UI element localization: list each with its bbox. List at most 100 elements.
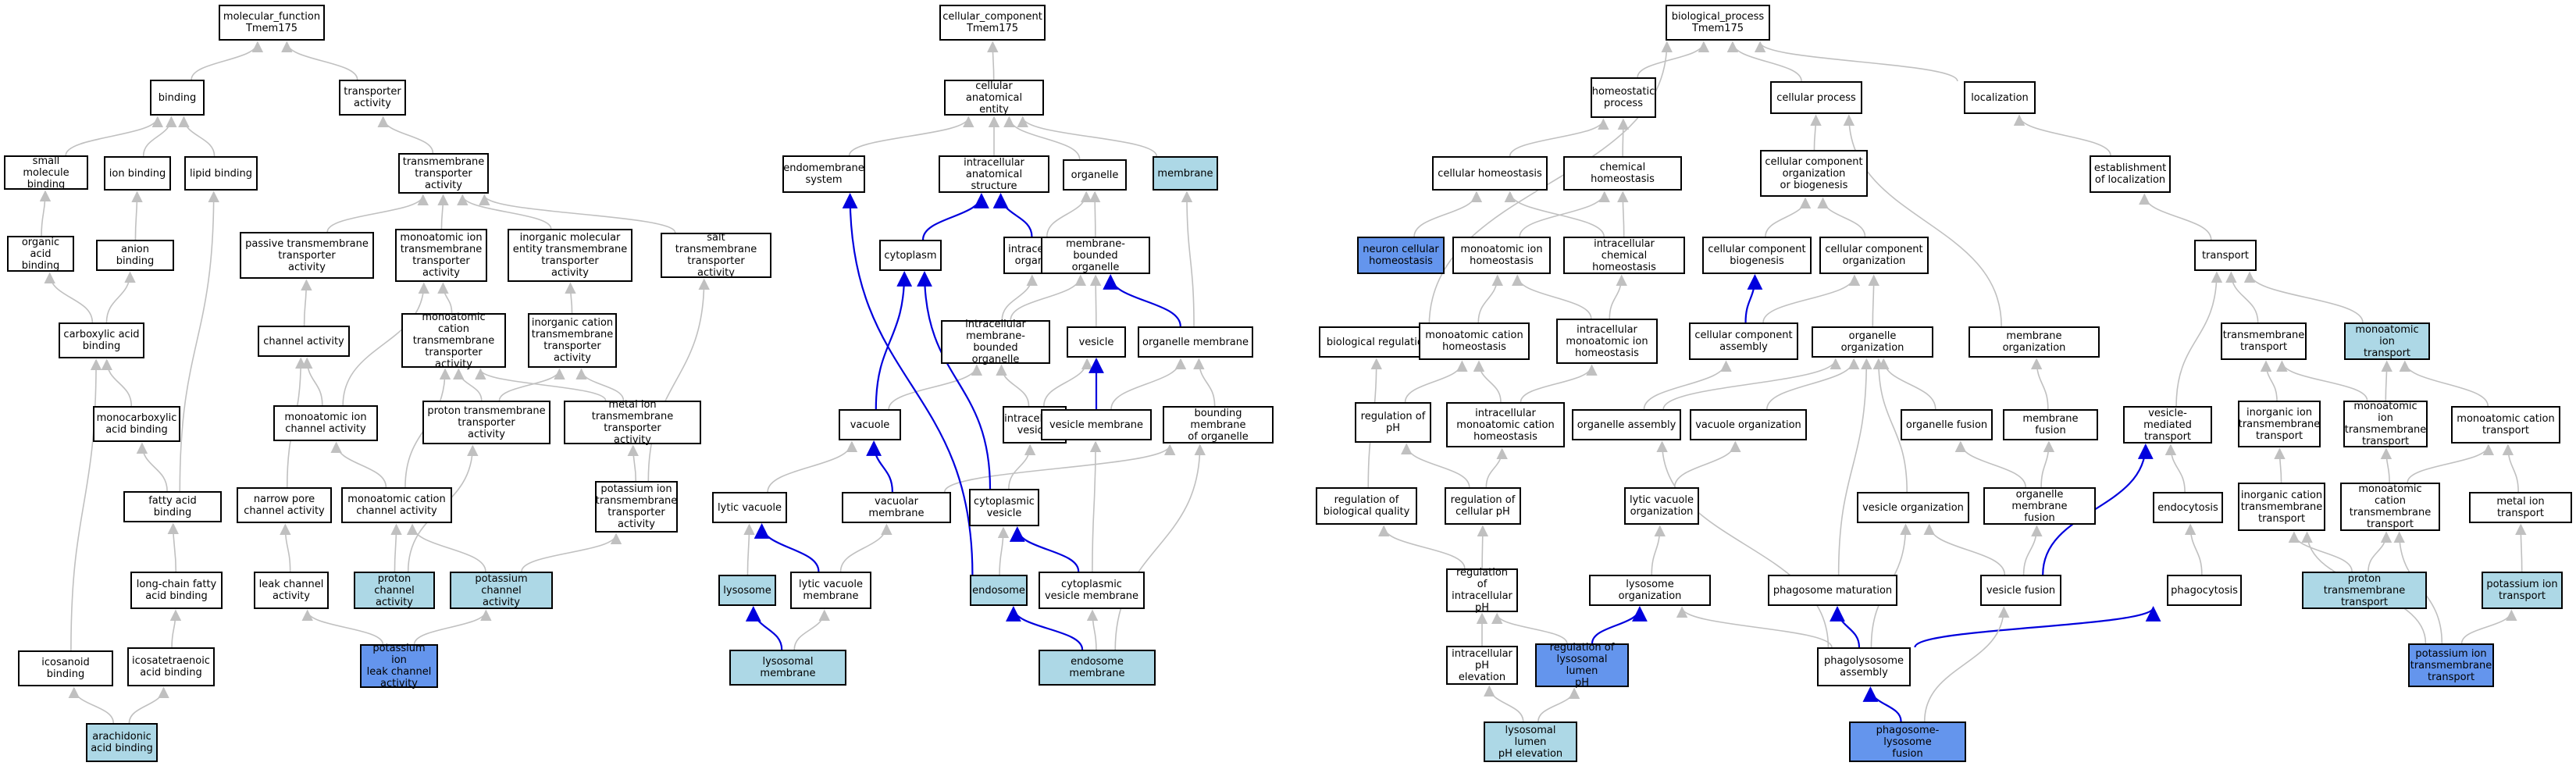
edge-endosome_membrane-to-bounding_membrane [1114,444,1206,650]
edge-lysosome_organization-to-lytic_vacuole_organization [1651,525,1666,575]
node-intracellular-monoatomic-cation-homeostasis: intracellular monoatomic cation homeosta… [1446,402,1565,447]
edge-endosome_membrane-to-cyto_vesicle_membrane [1086,609,1099,650]
edge-intracellular_mb-to-intracellular_organelle [1001,274,1038,321]
node-phagosome-lysosome-fusion: phagosome-lysosome fusion [1849,721,1966,762]
edge-vacuolar_membrane-to-bounding_membrane [944,444,1176,493]
edge-endomembrane-to-cellular_anatomical [848,116,974,156]
edge-intracellular_organelle-to-intracellular_anatomical [992,193,1033,237]
edge-potassium_channel-to-monoatomic_cation_channel [406,523,486,572]
edge-long_chain-to-fatty_acid_binding [167,522,179,572]
edge-proton_tm_transport-to-monoatomic_cation_tm_transport [2368,531,2393,572]
node-cellular-component-organization-or-biogenesis: cellular component organization or bioge… [1760,150,1868,197]
node-vesicle-fusion: vesicle fusion [1980,575,2061,606]
edge-monoatomic_cation_tm-to-monoatomic_ion_tm [437,282,453,314]
node-cytoplasm: cytoplasm [879,240,942,271]
node-channel-activity: channel activity [258,326,350,357]
edge-intracellular_monoatomic_ion_homeostasis-to-monoatomic_ion_homeostasis [1512,274,1592,319]
edge-inorganic_molecular-to-tm_transporter [457,194,552,230]
node-inorganic-molecular-entity: inorganic molecular entity transmembrane… [508,229,632,282]
node-regulation-of-intracellular-ph: regulation of intracellular pH [1446,567,1518,614]
edge-phagosome_lysosome_fusion-to-phagolysosome_assembly [1862,686,1902,722]
edge-binding-to-mf [191,41,264,80]
edge-intracellular_vesicle-to-intracellular_mb [996,364,1030,407]
node-organic-acid-binding: organic acid binding [7,236,74,272]
node-membrane-organization: membrane organization [1969,326,2100,358]
node-regulation-of-cellular-ph: regulation of cellular pH [1445,487,1521,525]
node-regulation-of-lysosomal-lumen-ph: regulation of lysosomal lumen pH [1535,642,1629,689]
node-inorganic-cation-transmembrane-transport: inorganic cation transmembrane transport [2238,483,2325,531]
edge-endosome-to-cytoplasmic_vesicle [997,526,1010,575]
edge-ion_binding-to-binding [142,116,177,157]
edge-organelle_assembly-to-cc_assembly [1643,360,1732,410]
node-organelle: organelle [1063,159,1127,191]
edge-organelle_fusion-to-organelle_organization [1878,358,1936,410]
edge-endosome-to-endomembrane [842,193,974,575]
node-cellular-component-assembly: cellular component assembly [1689,322,1798,360]
edge-metal_ion_transport-to-monoatomic_cation_transport [2502,444,2519,493]
edge-inorganic_cation_tm-to-inorganic_molecular [565,282,576,314]
node-monoatomic-cation-transmembrane-transport: monoatomic cation transmembrane transpor… [2340,483,2440,531]
edge-lysosomal_ph_elevation-to-regulation_lysosomal_ph [1537,687,1580,722]
edge-leak_channel-to-narrow_pore [280,523,291,572]
node-ion-binding: ion binding [104,156,171,191]
edge-fatty_acid_binding-to-monocarboxylic_binding [136,442,168,492]
edge-monoatomic_ion_tm-to-tm_transporter [437,194,449,230]
edge-lipid_binding-to-binding [178,116,216,157]
node-monoatomic-ion-transmembrane: monoatomic ion transmembrane transporter… [395,229,487,282]
node-vesicle-organization: vesicle organization [1857,492,1969,523]
node-leak-channel: leak channel activity [254,572,329,609]
edge-lytic_vacuole-to-vacuole [767,440,858,493]
edge-organelle_organization-to-cc_organization [1868,274,1879,327]
edge-monoatomic_ion_transport-to-transport [2243,271,2364,323]
node-regulation-of-biological-quality: regulation of biological quality [1316,487,1417,525]
edge-potassium_leak-to-leak_channel [301,609,384,645]
edge-phagosome_lysosome_fusion-to-vesicle_fusion [1923,606,2010,722]
node-binding: binding [150,80,205,116]
edge-cc_org_biogenesis-to-cellular_process [1810,114,1822,151]
edge-vacuolar_membrane-to-vacuole [866,440,893,493]
edge-monocarboxylic_binding-to-carboxylic_acid_binding [101,358,133,407]
node-regulation-of-ph: regulation of pH [1355,402,1431,443]
node-membrane: membrane [1153,156,1218,191]
edge-intracellular_monoatomic_cation_homeostasis-to-monoatomic_cation_homeostasis [1473,360,1502,403]
edge-arachidonic-to-icosatetraenoic [128,686,169,724]
node-lipid-binding: lipid binding [184,156,258,191]
edge-potassium_ion_tm_transport-to-potassium_ion_transport [2460,609,2517,644]
node-endosome-membrane: endosome membrane [1039,650,1156,686]
node-icosanoid-binding: icosanoid binding [18,650,113,686]
node-potassium-ion-transmembrane: potassium ion transmembrane transporter … [595,481,678,533]
node-arachidonic-acid-binding: arachidonic acid binding [86,723,158,762]
edge-monoatomic_cation_tm_transport-to-monoatomic_cation_transport [2407,444,2494,483]
node-lysosome: lysosome [718,575,776,606]
node-organelle-fusion: organelle fusion [1901,409,1993,440]
edge-organelle_membrane-to-membrane_bounded [1103,274,1181,327]
node-monoatomic-ion-homeostasis: monoatomic ion homeostasis [1452,237,1551,274]
edge-organelle_membrane_fusion-to-organelle_fusion [1954,440,2026,488]
edge-organelle-to-cellular_anatomical [1003,116,1081,160]
edge-phagosome_maturation-to-organelle_organization [1837,358,1872,575]
edge-potassium_leak-to-potassium_channel [413,609,492,645]
edge-tm_transport-to-transport [2225,271,2259,323]
node-long-chain-fatty-acid: long-chain fatty acid binding [130,572,223,609]
edge-carboxylic_acid_binding-to-organic_acid_binding [44,272,94,323]
edge-cellular_process-to-bp [1726,41,1802,82]
node-passive-transmembrane: passive transmembrane transporter activi… [240,232,374,279]
node-salt-transmembrane: salt transmembrane transporter activity [661,232,771,279]
edge-intracellular_monoatomic_ion_homeostasis-to-intracellular_chem_homeostasis [1609,274,1627,319]
node-intracellular-ph-elevation: intracellular pH elevation [1446,646,1518,685]
edge-monoatomic_ion_homeostasis-to-chemical_homeostasis [1519,191,1610,237]
node-cellular-homeostasis: cellular homeostasis [1432,156,1548,191]
edge-passive_tm-to-tm_transporter [326,194,429,233]
edge-cc_biogenesis-to-cc_org_biogenesis [1765,197,1812,237]
edge-regulation_intracellular_ph-to-regulation_biological_quality [1378,525,1466,569]
node-organelle-membrane-fusion: organelle membrane fusion [1983,487,2096,525]
edge-organelle_membrane_fusion-to-membrane_fusion [2040,440,2055,488]
edge-localization-to-bp [1755,41,1958,82]
node-narrow-pore: narrow pore channel activity [237,487,332,523]
node-phagocytosis: phagocytosis [2167,575,2242,606]
node-organelle-membrane: organelle membrane [1138,326,1253,358]
edge-vacuole-to-cytoplasm [875,271,913,410]
node-homeostatic-process: homeostatic process [1591,77,1656,118]
node-metal-ion-transport: metal ion transport [2469,492,2572,523]
edge-intracellular_chem_homeostasis-to-cellular_homeostasis [1504,191,1605,237]
